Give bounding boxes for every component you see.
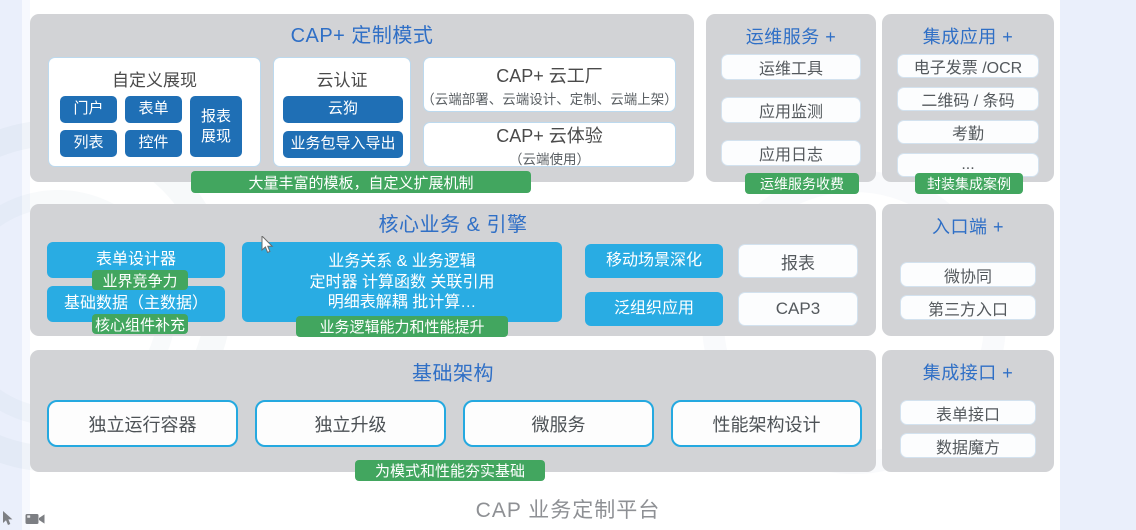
item-data-cube[interactable]: 数据魔方 [900,433,1036,458]
panel-entry-side: 入口端 + 微协同 第三方入口 [882,204,1054,336]
chip-form[interactable]: 表单 [125,96,182,123]
tag-cap-plus: 大量丰富的模板，自定义扩展机制 [191,171,531,193]
panel-ops-service-title: 运维服务 + [745,27,837,47]
panel-cap-plus: CAP+ 定制模式 自定义展现 门户 表单 列表 控件 [30,14,694,182]
chip-business-logic-line3: 明细表解耦 批计算… [327,294,477,312]
panel-integrated-app: 集成应用 + 电子发票 /OCR 二维码 / 条码 考勤 ... [882,14,1054,182]
chip-report-display-line1: 报表 [200,108,231,125]
card-cloud-factory: CAP+ 云工厂 （云端部署、云端设计、定制、云端上架） [421,57,678,112]
card-cloud-experience: CAP+ 云体验 （云端使用） [423,122,676,167]
chip-cloud-dog[interactable]: 云狗 [283,96,403,123]
chip-list[interactable]: 列表 [60,130,117,157]
item-standalone-upgrade[interactable]: 独立升级 [255,400,446,447]
diagram-content: CAP+ 定制模式 自定义展现 门户 表单 列表 控件 [30,8,1070,522]
item-app-logs[interactable]: 应用日志 [721,140,861,166]
mouse-cursor-icon [261,236,274,254]
chip-mobile-scene[interactable]: 移动场景深化 [585,244,723,278]
tag-business-logic-perf: 业务逻辑能力和性能提升 [296,316,508,337]
footer-title: CAP 业务定制平台 [475,499,661,522]
chip-package-import-export[interactable]: 业务包导入导出 [283,131,403,158]
chip-report-display-line2: 展现 [200,127,231,145]
item-qrcode-barcode[interactable]: 二维码 / 条码 [897,87,1039,111]
card-cloud-factory-subtitle: （云端部署、云端设计、定制、云端上架） [421,91,678,107]
tag-ops-service: 运维服务收费 [745,173,859,194]
card-cloud-auth: 云认证 云狗 业务包导入导出 [273,57,411,167]
chip-business-logic-line1: 业务关系 & 业务逻辑 [328,252,476,270]
tag-infrastructure: 为模式和性能夯实基础 [355,460,545,481]
tag-industry-competitive: 业界竞争力 [92,270,188,290]
left-gutter-inner [22,0,30,530]
chip-pan-org-app[interactable]: 泛组织应用 [585,292,723,326]
chip-report[interactable]: 报表 [738,244,858,278]
card-cloud-factory-title: CAP+ 云工厂 [496,65,603,86]
item-micro-collab[interactable]: 微协同 [900,262,1036,287]
item-attendance[interactable]: 考勤 [897,120,1039,144]
card-cloud-experience-subtitle: （云端使用） [509,151,590,167]
chip-cap3[interactable]: CAP3 [738,292,858,326]
card-custom-display: 自定义展现 门户 表单 列表 控件 报表 展现 [48,57,261,167]
cursor-arrow-icon[interactable] [2,510,16,526]
panel-integration-api-title: 集成接口 + [922,363,1014,383]
chip-business-logic-line2: 定时器 计算函数 关联引用 [309,273,495,291]
card-custom-display-title: 自定义展现 [112,71,197,90]
panel-ops-service: 运维服务 + 运维工具 应用监测 应用日志 [706,14,876,182]
item-microservice[interactable]: 微服务 [463,400,654,447]
chip-portal[interactable]: 门户 [60,96,117,123]
item-einvoice-ocr[interactable]: 电子发票 /OCR [897,54,1039,78]
panel-cap-plus-title: CAP+ 定制模式 [290,25,434,47]
item-app-monitoring[interactable]: 应用监测 [721,97,861,123]
item-performance-architecture[interactable]: 性能架构设计 [671,400,862,447]
chip-report-display[interactable]: 报表 展现 [190,96,242,157]
chip-business-logic[interactable]: 业务关系 & 业务逻辑 定时器 计算函数 关联引用 明细表解耦 批计算… [242,242,562,322]
tag-core-component: 核心组件补充 [92,314,188,334]
corner-icon-group [2,510,45,526]
item-standalone-container[interactable]: 独立运行容器 [47,400,238,447]
item-ops-tools[interactable]: 运维工具 [721,54,861,80]
video-camera-icon[interactable] [25,512,45,526]
panel-core-business-title: 核心业务 & 引擎 [378,214,528,236]
right-gutter [1060,0,1136,530]
item-form-api[interactable]: 表单接口 [900,400,1036,425]
left-gutter [0,0,22,530]
panel-core-business: 核心业务 & 引擎 表单设计器 基础数据（主数据） 业界竞争力 核心组件补充 业… [30,204,876,337]
panel-integration-api: 集成接口 + 表单接口 数据魔方 [882,350,1054,472]
panel-entry-side-title: 入口端 + [931,217,1004,237]
card-cloud-experience-title: CAP+ 云体验 [496,125,603,146]
card-cloud-auth-title: 云认证 [316,71,368,90]
item-third-party-entry[interactable]: 第三方入口 [900,295,1036,320]
tag-integrated-app: 封装集成案例 [915,173,1023,194]
chip-control[interactable]: 控件 [125,130,182,157]
panel-integrated-app-title: 集成应用 + [922,27,1014,47]
panel-infrastructure-title: 基础架构 [412,363,494,385]
panel-infrastructure: 基础架构 独立运行容器 独立升级 微服务 性能架构设计 [30,350,876,472]
